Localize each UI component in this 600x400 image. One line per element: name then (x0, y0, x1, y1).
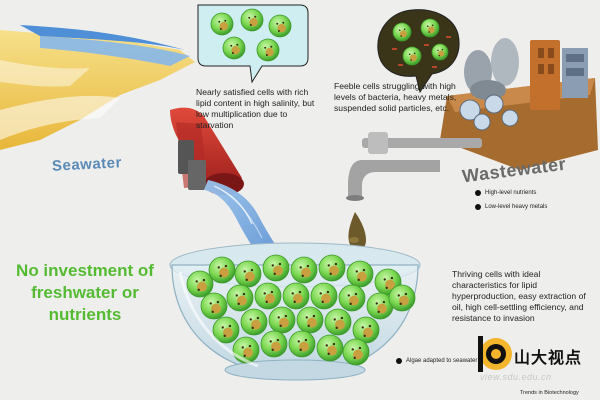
bacteria-particle (432, 66, 437, 68)
thriving-algae-cell (288, 330, 316, 358)
legend-text: High-level nutrients (485, 190, 537, 196)
thriving-algae-cell (240, 308, 268, 336)
legend-high-nutrients: High-level nutrients (475, 190, 536, 196)
wastewater-faucet (346, 132, 482, 251)
wastewater-algae-cell (431, 43, 449, 61)
thriving-algae-cell (234, 260, 262, 288)
thriving-algae-cell (310, 282, 338, 310)
thriving-algae-cell (200, 292, 228, 320)
legend-bullet-icon (475, 190, 481, 196)
seawater-algae-cell (210, 12, 234, 36)
wastewater-algae-cell (402, 46, 422, 66)
watermark-logo-mark (478, 336, 512, 372)
thriving-algae-cell (260, 330, 288, 358)
bacteria-particle (398, 64, 403, 66)
watermark-url: view.sdu.edu.cn (480, 372, 552, 382)
wastewater-cells-annotation: Feeble cells struggling with high levels… (334, 81, 457, 113)
thriving-algae-cell (262, 254, 290, 282)
wastewater-cells-bubble (377, 9, 460, 94)
thriving-algae-cell (324, 308, 352, 336)
wastewater-algae-cell (392, 22, 412, 42)
thriving-algae-cell (290, 256, 318, 284)
thriving-algae-cell (254, 282, 282, 310)
thriving-algae-cell (366, 292, 394, 320)
thriving-algae-cell (268, 306, 296, 334)
bacteria-particle (392, 48, 397, 50)
watermark-logo-text: 山大视点 (514, 350, 583, 367)
bacteria-particle (424, 44, 429, 46)
industrial-plant (440, 38, 598, 170)
thriving-algae-cell (296, 306, 324, 334)
thriving-algae-cell (226, 284, 254, 312)
culture-bowl (169, 242, 421, 381)
seawater-pipe (170, 107, 244, 195)
thriving-cells-annotation: Thriving cells with ideal characteristic… (452, 269, 586, 323)
legend-text: Low-level heavy metals (485, 204, 548, 210)
thriving-algae-cell (338, 284, 366, 312)
thriving-algae-cell (212, 316, 240, 344)
seawater-algae-cell (268, 14, 292, 38)
thriving-algae-cell (208, 256, 236, 284)
legend-bullet-icon (475, 204, 481, 210)
legend-bullet-icon (396, 358, 402, 364)
seawater-landscape (0, 25, 195, 150)
thriving-algae-cell (282, 282, 310, 310)
bacteria-particle (446, 36, 451, 38)
seawater-algae-cell (222, 36, 246, 60)
thriving-algae-cell (186, 270, 214, 298)
seawater-algae-cell (256, 38, 280, 62)
thriving-algae-cell (318, 254, 346, 282)
headline: No investment of freshwater or nutrients (16, 261, 154, 324)
legend-text: Algae adapted to seawater (406, 358, 478, 364)
thriving-algae-cell (346, 260, 374, 288)
thriving-algae-cell (342, 338, 370, 366)
thriving-algae-cell (352, 316, 380, 344)
figure-credit: Trends in Biotechnology (520, 390, 579, 396)
thriving-algae-cell (316, 334, 344, 362)
seawater-cells-annotation: Nearly satisfied cells with rich lipid c… (196, 87, 315, 130)
thriving-algae-cell (388, 284, 416, 312)
legend-algae-seawater: Algae adapted to seawater (396, 358, 477, 364)
thriving-algae-cell (232, 336, 260, 364)
seawater-algae-cell (240, 8, 264, 32)
legend-low-heavy-metals: Low-level heavy metals (475, 204, 547, 210)
seawater-cells-bubble (197, 4, 309, 84)
wastewater-algae-cell (420, 18, 440, 38)
